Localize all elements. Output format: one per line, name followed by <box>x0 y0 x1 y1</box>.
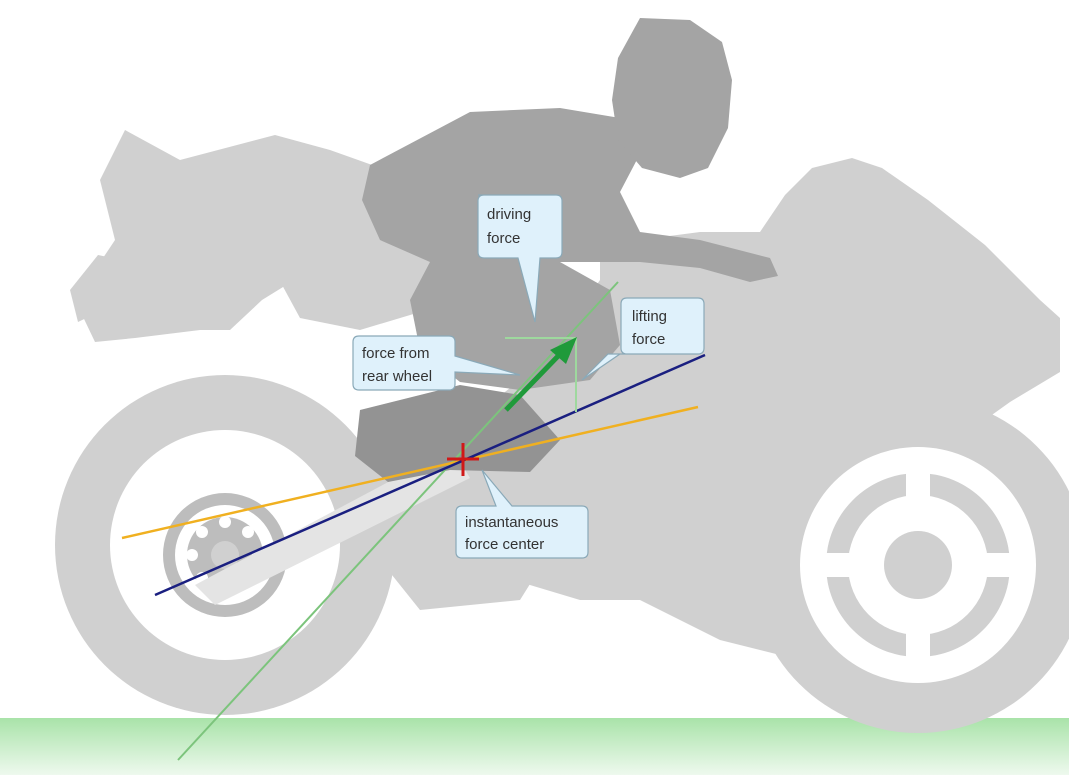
force-from-rear-wheel-label-line2: rear wheel <box>362 368 432 385</box>
driving-force-label-line2: force <box>487 230 520 247</box>
force-from-rear-wheel-label-line1: force from <box>362 345 430 362</box>
lifting-force-label-line2: force <box>632 331 665 348</box>
instantaneous-force-center-label-line1: instantaneous <box>465 514 558 531</box>
instantaneous-force-center-label-line2: force center <box>465 536 544 553</box>
driving-force-label-line1: driving <box>487 206 531 223</box>
lifting-force-label-line1: lifting <box>632 308 667 325</box>
